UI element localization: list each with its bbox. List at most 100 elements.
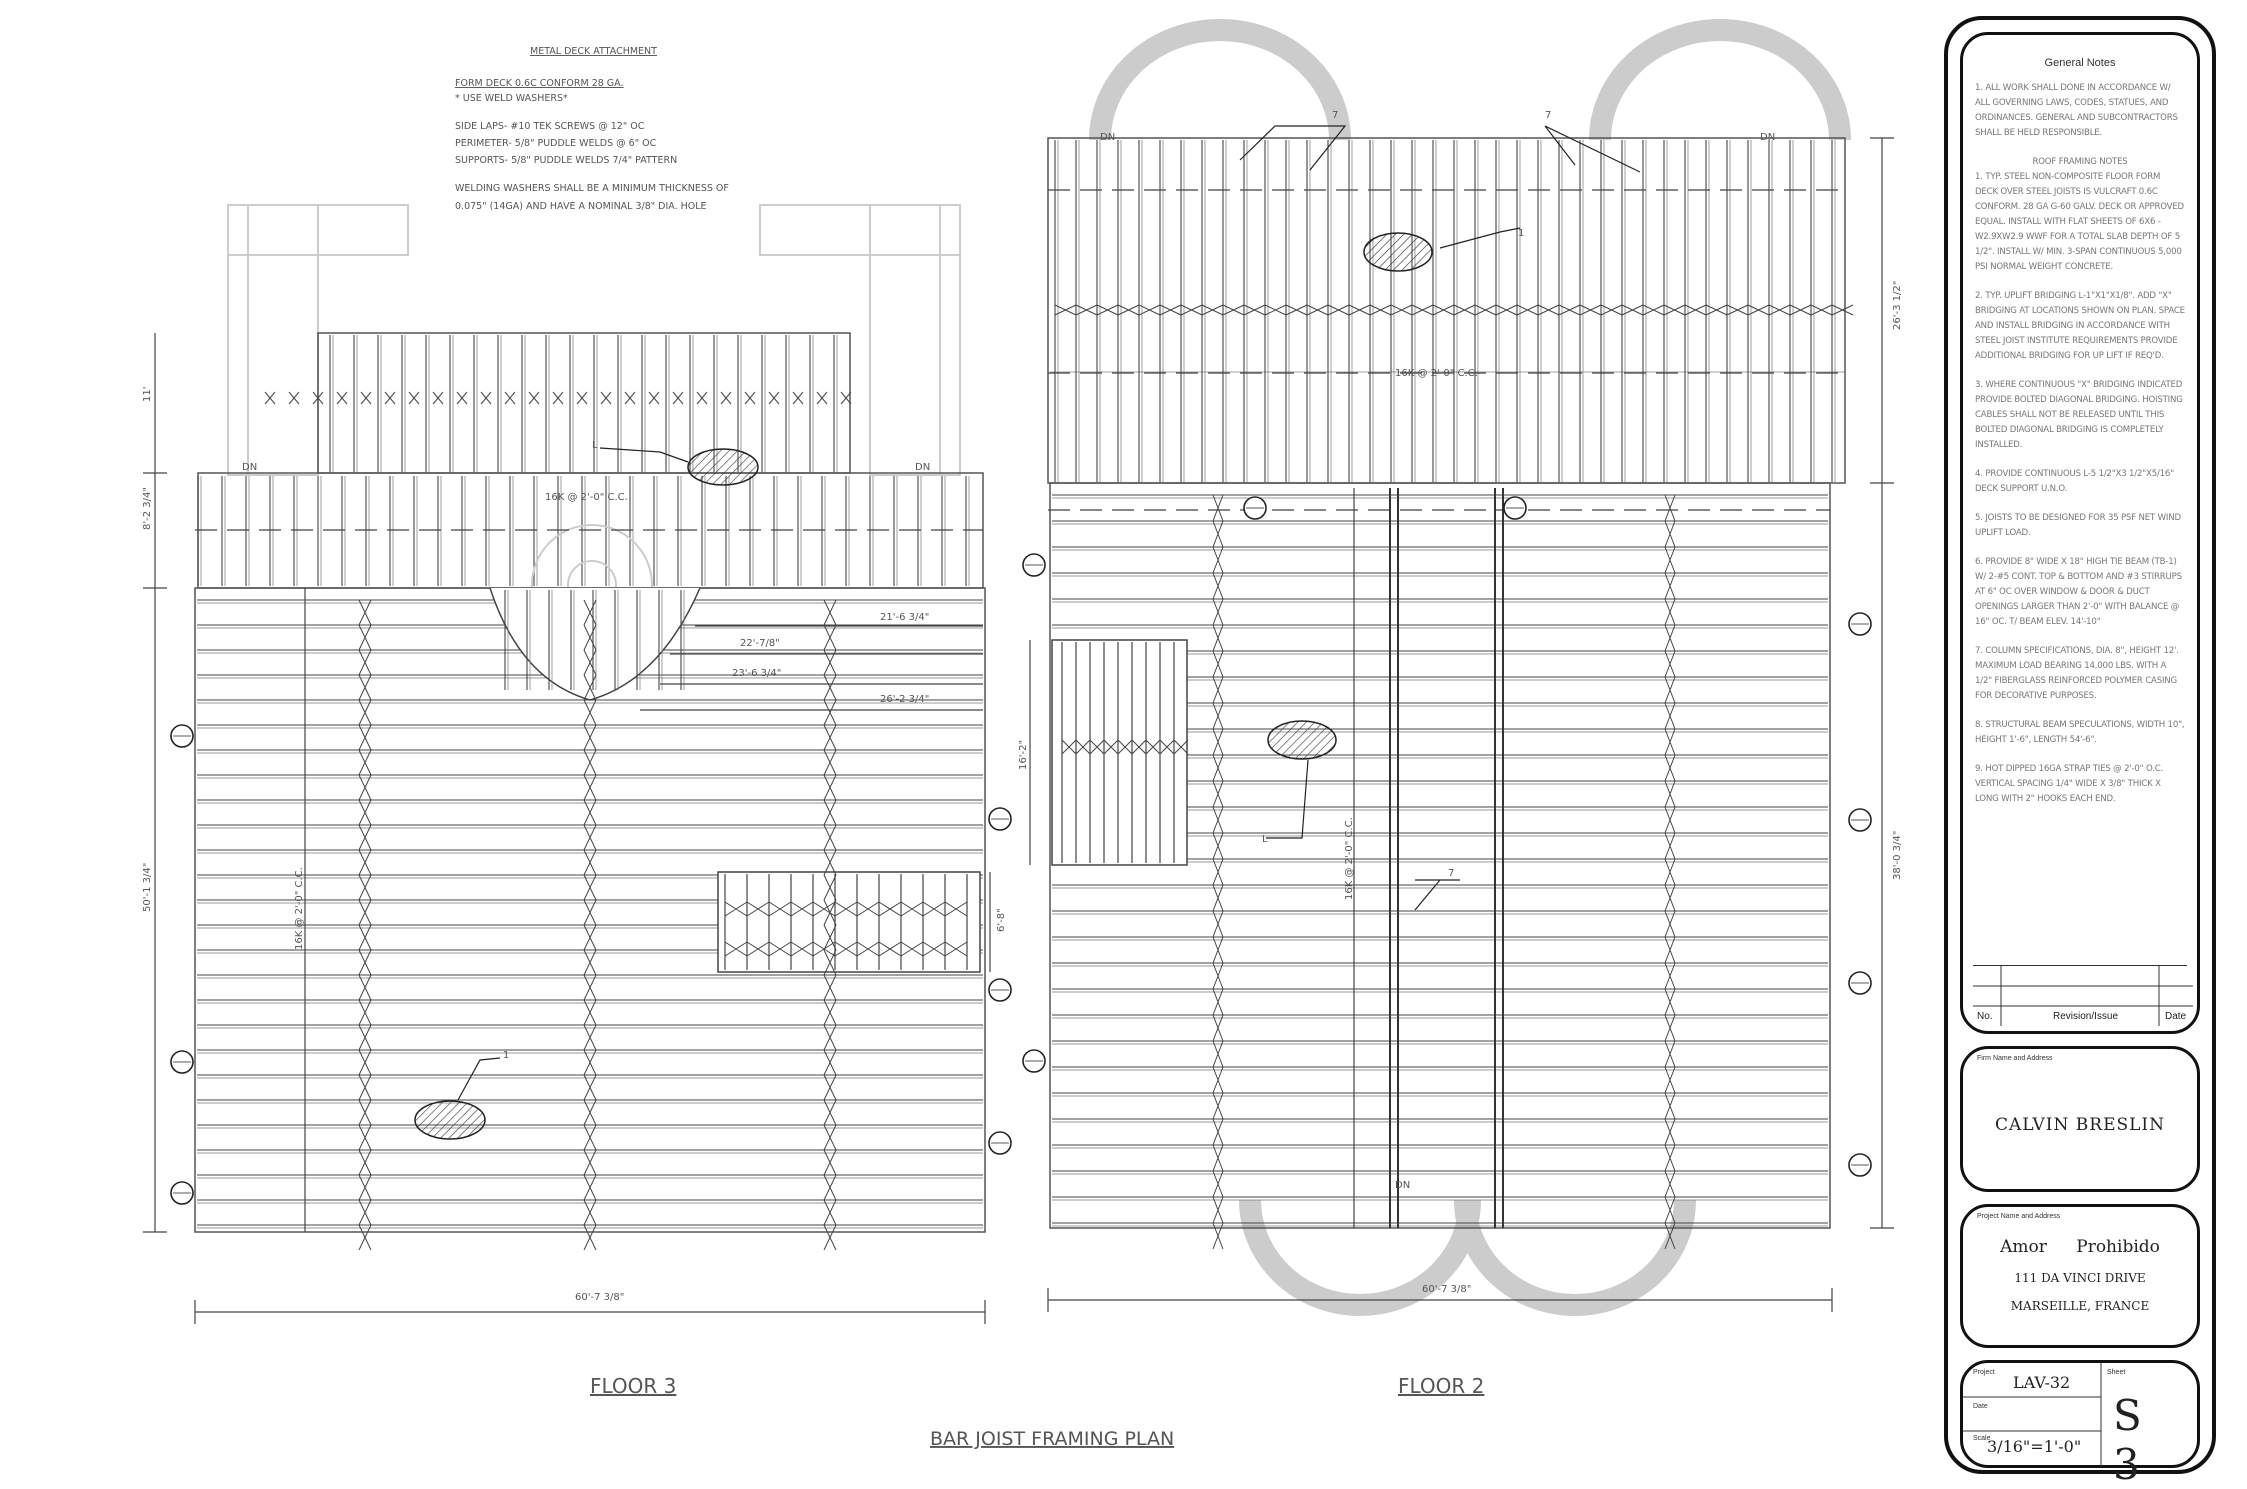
floor-2-lower-joists (1052, 494, 1828, 1227)
floor-2-tag-7: 7 (1448, 868, 1454, 879)
deck-note-line: FORM DECK 0.6C CONFORM 28 GA. (455, 78, 624, 89)
sheet-title: BAR JOIST FRAMING PLAN (930, 1428, 1174, 1450)
scale-value: 3/16"=1'-0" (1987, 1437, 2082, 1456)
sheet-label: Sheet (2107, 1369, 2126, 1376)
general-note: 3. WHERE CONTINUOUS "X" BRIDGING INDICAT… (1975, 380, 2183, 450)
floor-3-hatch-marker (687, 448, 759, 486)
general-note: 7. COLUMN SPECIFICATIONS, DIA. 8", HEIGH… (1975, 646, 2179, 701)
title-block: General Notes 1. ALL WORK SHALL DONE IN … (1944, 16, 2216, 1489)
project-name: Amor Prohibido (2000, 1237, 2160, 1257)
firm-name: CALVIN BRESLIN (1994, 1115, 2166, 1135)
floor-2-tag-7: 7 (1332, 110, 1338, 121)
deck-note-line: * USE WELD WASHERS* (455, 93, 568, 104)
scale-label: Scale (1973, 1435, 1991, 1442)
floor-2-main-zone (1049, 482, 1831, 1229)
date-label: Date (1973, 1403, 1988, 1410)
sheet-number: S 3 (2113, 1391, 2150, 1489)
floor-2-dn: DN (1395, 1180, 1410, 1191)
floor-3-dim-left-upper: 8'-2 3/4" (142, 487, 153, 530)
project-address-line2: MARSEILLE, FRANCE (2010, 1299, 2150, 1313)
deck-note-line: 0.075" (14GA) AND HAVE A NOMINAL 3/8" DI… (455, 201, 707, 212)
general-note: 1. TYP. STEEL NON-COMPOSITE FLOOR FORM D… (1975, 172, 2184, 272)
floor-2-box-joists (1061, 642, 1189, 863)
floor-2-plan (1029, 19, 1894, 1316)
floor-2-hatch-marker (1267, 720, 1337, 760)
floor-3-stair-right (759, 204, 961, 476)
floor-2-joist-spacing: 16K @ 2'-0" C.C. (1395, 368, 1478, 379)
section-markers (170, 496, 1872, 1205)
deck-attachment-notes: METAL DECK ATTACHMENT FORM DECK 0.6C CON… (455, 46, 729, 212)
deck-note-line: SIDE LAPS- #10 TEK SCREWS @ 12" OC (455, 121, 645, 132)
firm-box: Firm Name and Address CALVIN BRESLIN (1960, 1046, 2200, 1192)
deck-notes-heading: METAL DECK ATTACHMENT (530, 46, 657, 57)
project-address-line1: 111 DA VINCI DRIVE (2014, 1271, 2146, 1285)
general-note: 2. TYP. UPLIFT BRIDGING L-1"x1"x1/8". AD… (1975, 291, 2185, 361)
floor-2-tag-7: 7 (1545, 110, 1551, 121)
general-note: 8. STRUCTURAL BEAM SPECULATIONS, WIDTH 1… (1975, 720, 2185, 745)
floor-3-dim-23: 23'-6 3/4" (732, 668, 781, 679)
revision-no-header: No. (1977, 1011, 1993, 1022)
firm-label: Firm Name and Address (1977, 1055, 2053, 1062)
floor-3-bay (489, 587, 701, 701)
project-number-label: Project (1973, 1369, 1995, 1376)
floor-2-hatch-marker (1363, 232, 1433, 272)
floor-2-width-dim: 60'-7 3/8" (1422, 1284, 1471, 1295)
project-box: Project Name and Address Amor Prohibido … (1960, 1204, 2200, 1348)
floor-3-dn: DN (915, 462, 930, 473)
roof-framing-heading: ROOF FRAMING NOTES (2032, 157, 2128, 167)
floor-3-dimensions (143, 333, 991, 1324)
deck-note-line: WELDING WASHERS SHALL BE A MINIMUM THICK… (455, 183, 729, 194)
drawing-sheet: METAL DECK ATTACHMENT FORM DECK 0.6C CON… (142, 19, 1903, 1450)
floor-3-joist-spacing: 16K @ 2'-0" C.C. (545, 492, 628, 503)
general-note: 9. HOT DIPPED 16GA STRAP TIES @ 2'-0" O.… (1975, 764, 2164, 804)
project-label: Project Name and Address (1977, 1213, 2061, 1220)
deck-note-line: SUPPORTS- 5/8" PUDDLE WELDS 7/4" PATTERN (455, 155, 677, 166)
floor-3-box-joists (724, 874, 968, 970)
floor-3-upper-joists (329, 335, 838, 472)
floor-3-hatch-marker (414, 1100, 486, 1140)
floor-2-dim-left-mid: 16'-2" (1018, 740, 1029, 770)
floor-3-plan (143, 204, 991, 1324)
floor-3-dim-22: 22'-7/8" (740, 638, 780, 649)
floor-3-dim-top-left: 11' (142, 387, 153, 402)
floor-2-dimensions (1029, 137, 1894, 1312)
general-note: 1. ALL WORK SHALL DONE IN ACCORDANCE W/ … (1975, 83, 2178, 138)
floor-2-label: FLOOR 2 (1398, 1374, 1484, 1398)
general-note: 6. PROVIDE 8" WIDE x 18" HIGH TIE BEAM (… (1975, 557, 2182, 627)
floor-2-tag-L: L (1262, 834, 1268, 845)
floor-2-tag-1: 1 (1518, 228, 1524, 239)
floor-3-dn: DN (242, 462, 257, 473)
floor-3-label: FLOOR 3 (590, 1374, 676, 1398)
sheet-info-box: Project LAV-32 Sheet S 3 Date Scale 3/16… (1960, 1360, 2200, 1489)
general-note: 5. JOISTS TO BE DESIGNED FOR 35 PSF NET … (1975, 513, 2181, 538)
floor-2-dim-right-upper: 26'-3 1/2" (1892, 281, 1903, 330)
floor-3-dim-26: 26'-2 3/4" (880, 694, 929, 705)
floor-3-bay-joists (504, 590, 685, 690)
floor-2-dim-right-lower: 38'-0 3/4" (1892, 831, 1903, 880)
revision-issue-header: Revision/Issue (2053, 1011, 2119, 1022)
floor-3-bracing-box (717, 871, 981, 973)
floor-2-dn: DN (1100, 132, 1115, 143)
floor-2-bridging (1054, 304, 1854, 1250)
floor-3-bridging (264, 391, 852, 1251)
deck-note-line: PERIMETER- 5/8" PUDDLE WELDS @ 6" OC (455, 138, 657, 149)
floor-3-lower-joists (197, 599, 983, 1229)
floor-3-dim-21: 21'-6 3/4" (880, 612, 929, 623)
revision-date-header: Date (2165, 1011, 2187, 1022)
floor-3-dim-left-lower: 50'-1 3/4" (142, 863, 153, 912)
floor-3-vertical-spacing: 16K @ 2'-0" C.C. (294, 867, 305, 950)
floor-2-dn: DN (1760, 132, 1775, 143)
revision-table: No. Revision/Issue Date (1973, 965, 2193, 1026)
floor-2-vertical-spacing: 16K @ 2'-0" C.C. (1344, 817, 1355, 900)
floor-3-tag-1: 1 (503, 1050, 509, 1061)
floor-2-upper-joists (1054, 140, 1836, 482)
general-notes-box: General Notes 1. ALL WORK SHALL DONE IN … (1960, 32, 2200, 1034)
general-note: 4. PROVIDE CONTINUOUS L-5 1/2"x3 1/2"x5/… (1975, 469, 2174, 494)
general-notes-body: 1. ALL WORK SHALL DONE IN ACCORDANCE W/ … (1975, 81, 2185, 821)
project-number: LAV-32 (2013, 1373, 2071, 1392)
floor-3-tag-L: L (592, 440, 598, 451)
floor-3-dim-6: 6'-8" (996, 908, 1007, 932)
floor-3-mid-joists (197, 476, 970, 586)
floor-3-width-dim: 60'-7 3/8" (575, 1292, 624, 1303)
general-notes-title: General Notes (2044, 57, 2116, 69)
